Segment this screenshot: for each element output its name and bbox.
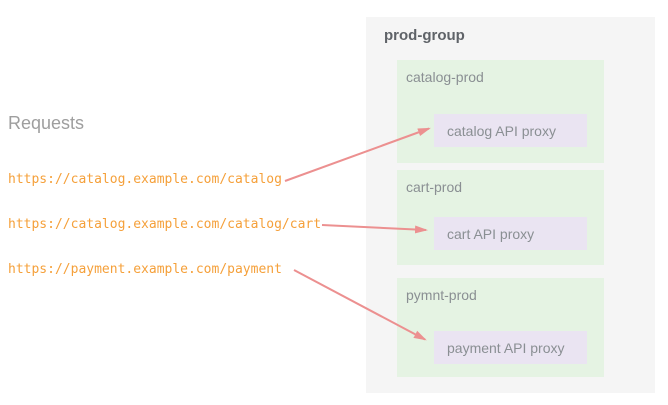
environment-name-cart-prod: cart-prod	[406, 179, 463, 195]
proxy-label-cart: cart API proxy	[447, 225, 535, 242]
environment-pymnt-prod: pymnt-prod payment API proxy	[397, 278, 604, 377]
requests-heading: Requests	[8, 113, 85, 133]
proxy-box-payment: payment API proxy	[434, 331, 587, 364]
environment-name-catalog-prod: catalog-prod	[406, 69, 484, 85]
proxy-label-catalog: catalog API proxy	[447, 122, 556, 139]
prod-group-title: prod-group	[384, 27, 465, 44]
request-url-catalog: https://catalog.example.com/catalog	[8, 172, 282, 187]
request-url-catalog-cart: https://catalog.example.com/catalog/cart	[8, 217, 322, 232]
prod-group-container: prod-group catalog-prod catalog API prox…	[366, 17, 655, 393]
proxy-box-cart: cart API proxy	[434, 217, 587, 250]
request-url-payment: https://payment.example.com/payment	[8, 262, 282, 277]
environment-cart-prod: cart-prod cart API proxy	[397, 170, 604, 265]
environment-name-pymnt-prod: pymnt-prod	[406, 287, 477, 303]
proxy-box-catalog: catalog API proxy	[434, 114, 587, 147]
environment-catalog-prod: catalog-prod catalog API proxy	[397, 60, 604, 163]
proxy-label-payment: payment API proxy	[447, 339, 565, 356]
